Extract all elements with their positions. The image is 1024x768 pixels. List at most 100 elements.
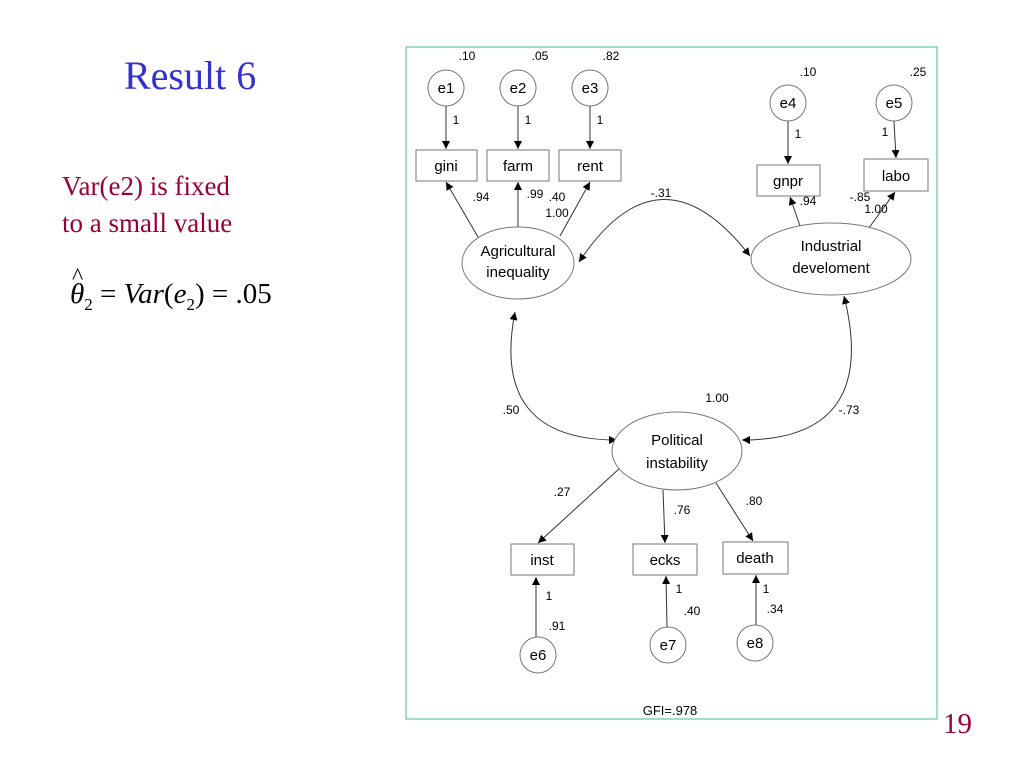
path-pol-inst: [537, 467, 621, 544]
indicator-label-gini: gini: [434, 158, 457, 175]
error-path-e2: 1: [525, 113, 532, 127]
error-label-e4: e4: [780, 95, 797, 112]
error-variance-e2: .05: [532, 49, 549, 63]
error-node-e7: [649, 626, 687, 664]
path-e7-ecks: [662, 575, 671, 628]
latent-label-agri-1: Agricultural: [480, 243, 555, 260]
error-node-e4: [769, 84, 807, 122]
latent-variance-agri: 1.00: [545, 206, 569, 220]
equals-1: =: [92, 278, 124, 310]
error-node-e1: [427, 69, 465, 107]
latent-label-agri-2: inequality: [486, 264, 550, 281]
error-node-e2: [499, 69, 537, 107]
formula-value: .05: [235, 278, 272, 310]
error-node-e8: [736, 624, 774, 662]
correlation-agri-ind: -.31: [651, 186, 672, 200]
loading-gini: .94: [473, 190, 490, 204]
indicator-box-rent: [558, 149, 622, 182]
var-arg-subscript: 2: [186, 294, 195, 314]
fit-index: GFI=.978: [643, 703, 698, 718]
page-number: 19: [943, 708, 972, 740]
indicator-box-farm: [486, 149, 550, 182]
latent-variance-ind: 1.00: [864, 202, 888, 216]
indicator-box-inst: [510, 543, 575, 576]
loading-death: .80: [746, 494, 763, 508]
latent-agricultural-inequality: [461, 226, 575, 300]
error-label-e7: e7: [660, 637, 677, 654]
error-variance-e4: .10: [800, 65, 817, 79]
theta-hat: θ^: [70, 264, 84, 310]
latent-label-ind-2: develoment: [792, 260, 870, 277]
indicator-box-gnpr: [756, 164, 821, 197]
latent-political-instability: [611, 411, 743, 491]
path-pol-ecks: [660, 489, 669, 544]
error-path-e3: 1: [597, 113, 604, 127]
covariance-agri-ind: [578, 199, 751, 263]
error-label-e1: e1: [438, 80, 455, 97]
indicator-label-gnpr: gnpr: [773, 173, 803, 190]
path-pol-death: [715, 482, 754, 542]
path-ind-gnpr: [788, 196, 801, 227]
loading-inst: .27: [554, 485, 571, 499]
indicator-label-death: death: [736, 550, 774, 567]
error-node-e3: [571, 69, 609, 107]
note-line-1: Var(e2) is fixed: [62, 171, 230, 201]
latent-variance-pol: 1.00: [705, 391, 729, 405]
error-path-e4: 1: [795, 127, 802, 141]
error-node-e6: [519, 636, 557, 674]
error-variance-e3: .82: [603, 49, 620, 63]
indicator-label-labo: labo: [882, 168, 910, 185]
var-function: Var: [123, 278, 164, 310]
variance-formula: θ^2 = Var(e2) = .05: [70, 264, 272, 315]
covariance-agri-pol: [509, 311, 618, 444]
diagram-frame: [405, 46, 938, 720]
error-path-e7: 1: [676, 582, 683, 596]
error-variance-e5: .25: [910, 65, 927, 79]
latent-label-pol-2: instability: [646, 455, 708, 472]
covariance-ind-pol: [741, 295, 852, 444]
loading-ecks: .76: [674, 503, 691, 517]
indicator-label-ecks: ecks: [650, 552, 681, 569]
indicator-label-rent: rent: [577, 158, 604, 175]
indicator-box-death: [722, 541, 789, 575]
error-label-e3: e3: [582, 80, 599, 97]
hat-accent: ^: [72, 264, 84, 290]
latent-label-ind-1: Industrial: [801, 238, 862, 255]
slide-title: Result 6: [124, 53, 257, 98]
error-variance-e6: .91: [549, 619, 566, 633]
indicator-label-farm: farm: [503, 158, 533, 175]
error-path-e1: 1: [453, 113, 460, 127]
equals-2: =: [204, 278, 236, 310]
indicator-box-labo: [863, 158, 929, 192]
loading-labo: -.85: [850, 190, 871, 204]
error-label-e2: e2: [510, 80, 527, 97]
loading-gnpr: .94: [800, 194, 817, 208]
left-paren: (: [163, 278, 174, 310]
slide-note: Var(e2) is fixed to a small value: [62, 168, 232, 242]
error-label-e6: e6: [530, 647, 547, 664]
error-path-e8: 1: [763, 582, 770, 596]
error-path-e6: 1: [546, 589, 553, 603]
theta-subscript: 2: [84, 294, 93, 314]
error-node-e5: [875, 84, 913, 122]
error-variance-e1: .10: [459, 49, 476, 63]
latent-label-pol-1: Political: [651, 432, 703, 449]
indicator-box-ecks: [632, 543, 698, 576]
indicator-box-gini: [415, 149, 478, 182]
loading-rent: .40: [549, 190, 566, 204]
indicator-label-inst: inst: [530, 552, 554, 569]
correlation-agri-pol: .50: [503, 403, 520, 417]
path-agri-gini: [445, 181, 479, 238]
note-line-2: to a small value: [62, 208, 233, 238]
error-label-e5: e5: [886, 95, 903, 112]
path-agri-rent: [559, 181, 591, 237]
var-arg: e: [173, 278, 187, 310]
right-paren: ): [194, 278, 205, 310]
error-label-e8: e8: [747, 635, 764, 652]
error-variance-e7: .40: [684, 604, 701, 618]
error-variance-e8: .34: [767, 602, 784, 616]
error-path-e5: 1: [882, 125, 889, 139]
path-e5-labo: [891, 120, 900, 159]
latent-industrial-development: [750, 222, 912, 296]
